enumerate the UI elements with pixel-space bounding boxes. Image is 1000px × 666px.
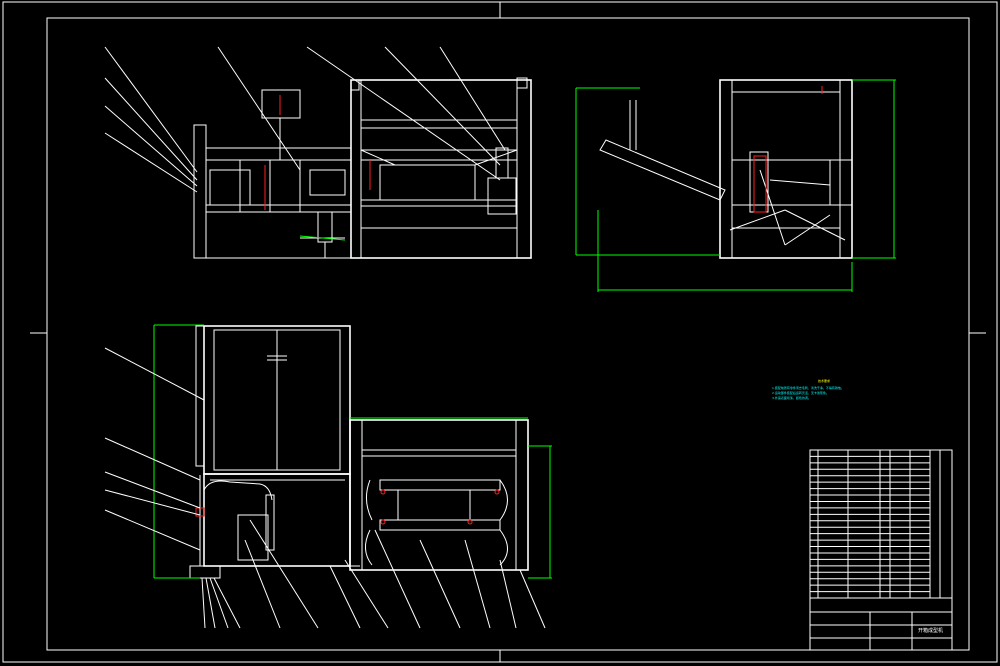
title-block: 开箱成型机 [809, 449, 953, 651]
title-block-name: 开箱成型机 [918, 627, 943, 634]
tech-note-line: 3.外露表面喷漆，颜色协调。 [772, 395, 811, 400]
side-view [575, 79, 896, 292]
tech-notes-heading: 技术要求 [818, 378, 830, 383]
tech-notes: 技术要求 1.装配前所有零件须去毛刺、清洗干净，不得有锈蚀。 2.运动部件装配后… [772, 378, 844, 400]
lower-view [104, 324, 552, 629]
centering-marks [30, 2, 986, 662]
front-view [104, 46, 532, 259]
inner-frame [46, 17, 970, 651]
tech-note-line: 1.装配前所有零件须去毛刺、清洗干净，不得有锈蚀。 [772, 385, 844, 390]
parts-list-grid [810, 450, 941, 598]
tech-note-line: 2.运动部件装配后运转灵活，无卡滞现象。 [772, 390, 829, 395]
